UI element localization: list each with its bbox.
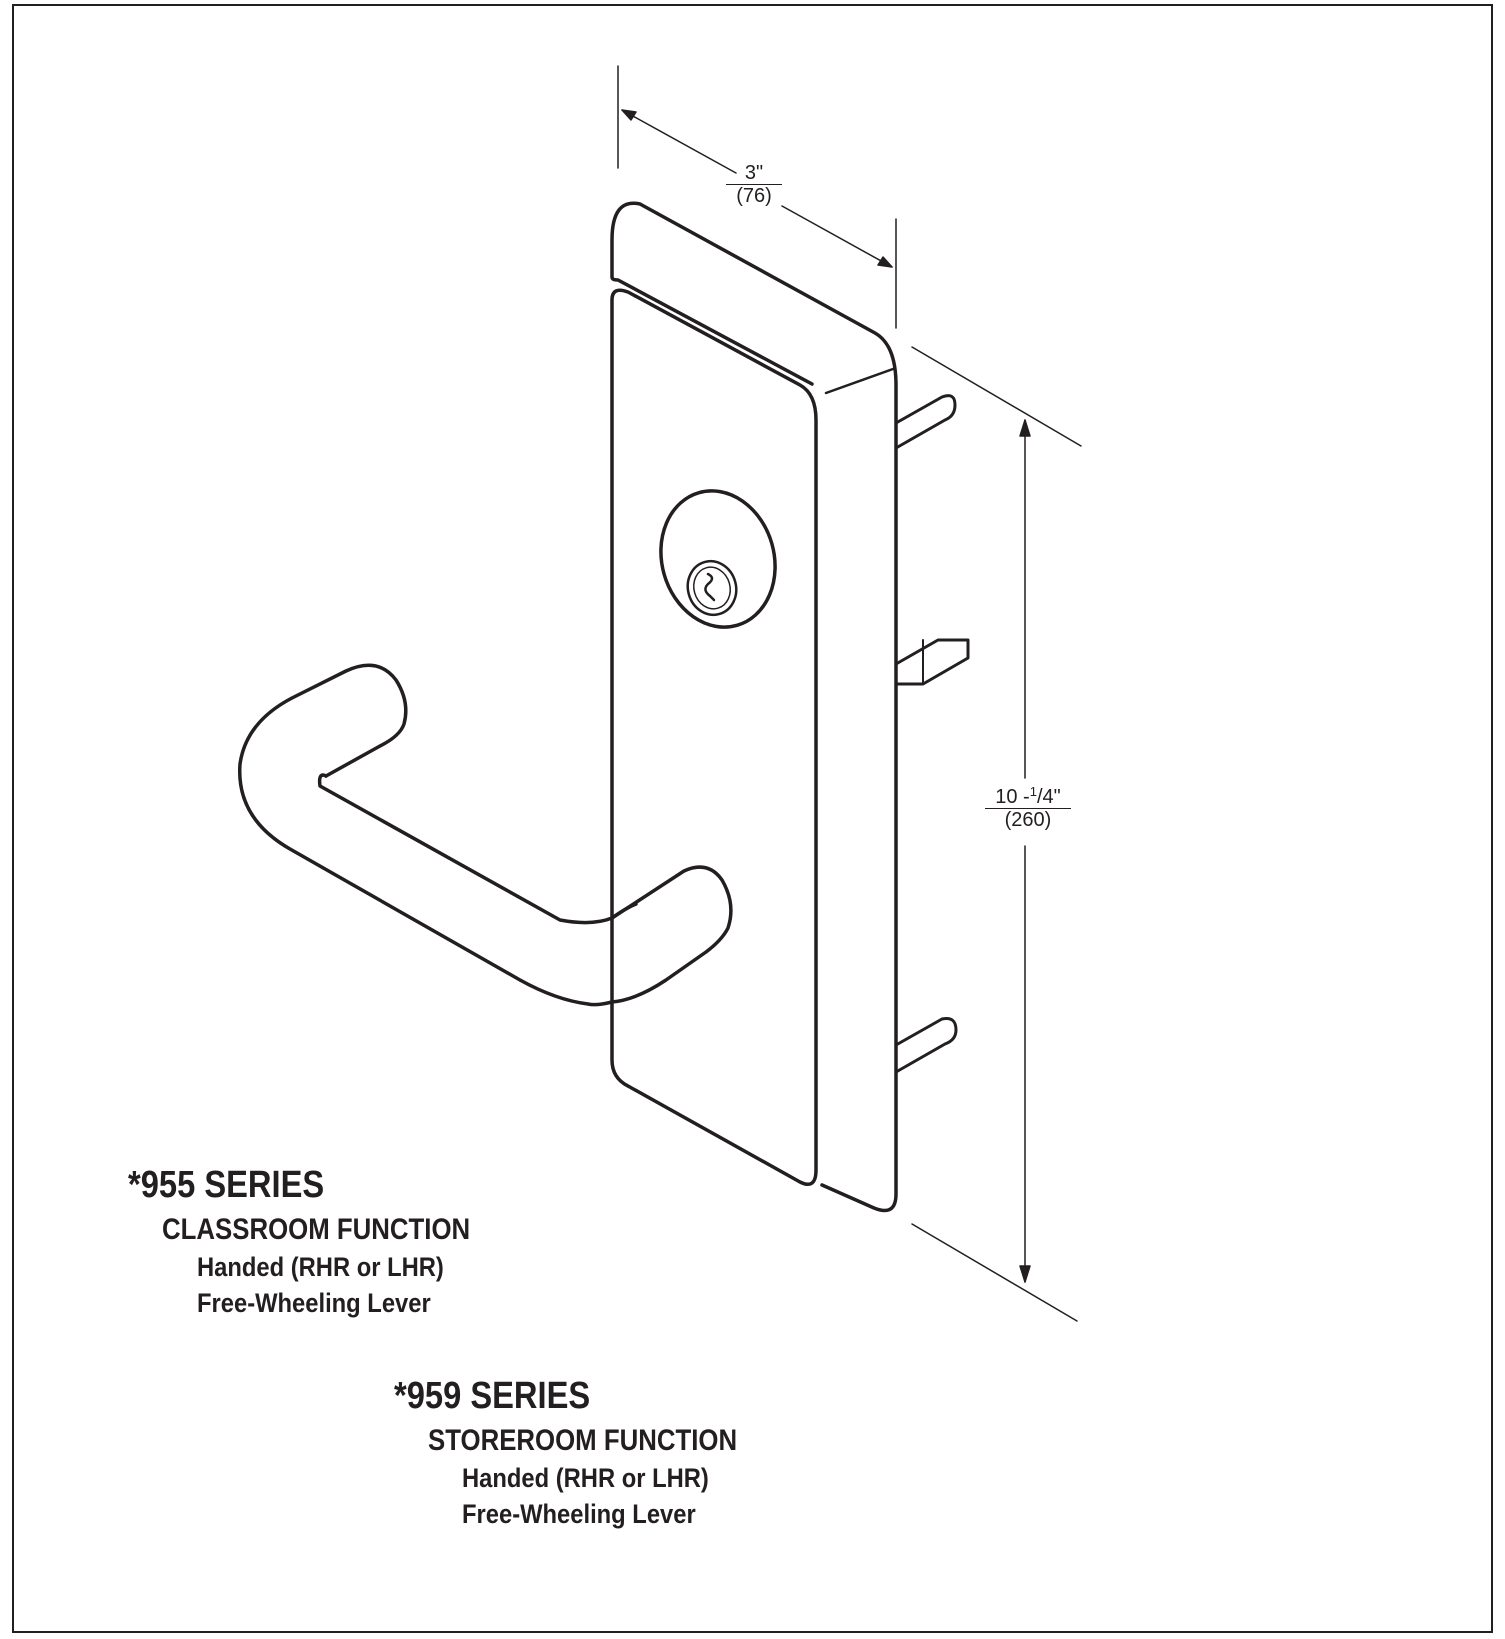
series-955-handing: Handed (RHR or LHR) — [197, 1252, 444, 1282]
width-dimension — [617, 65, 897, 329]
series-955-lever: Free-Wheeling Lever — [197, 1288, 431, 1318]
cylinder-icon — [659, 489, 777, 629]
latch-pins — [894, 394, 970, 1074]
series-959-lever: Free-Wheeling Lever — [462, 1499, 696, 1529]
series-955: *955 SERIES CLASSROOM FUNCTION Handed (R… — [128, 1163, 520, 1321]
series-959-title: *959 SERIES — [394, 1375, 591, 1417]
width-dimension-label: 3" (76) — [726, 162, 782, 207]
lever-handle-icon — [238, 663, 733, 1007]
series-955-function: CLASSROOM FUNCTION — [162, 1213, 471, 1246]
drawing-frame — [12, 4, 1493, 1633]
series-959-function: STOREROOM FUNCTION — [428, 1424, 738, 1457]
escutcheon-front — [610, 288, 818, 1186]
height-imperial: 10 -1/4" — [985, 781, 1071, 809]
height-metric: (260) — [1004, 809, 1052, 831]
series-955-title: *955 SERIES — [128, 1164, 325, 1206]
series-959: *959 SERIES STOREROOM FUNCTION Handed (R… — [394, 1374, 787, 1532]
escutcheon-back — [610, 201, 898, 1213]
height-dimension — [911, 346, 1082, 1322]
width-imperial: 3" — [726, 162, 782, 185]
width-metric: (76) — [736, 185, 772, 207]
series-959-handing: Handed (RHR or LHR) — [462, 1463, 709, 1493]
height-dimension-label: 10 -1/4" (260) — [985, 781, 1071, 831]
